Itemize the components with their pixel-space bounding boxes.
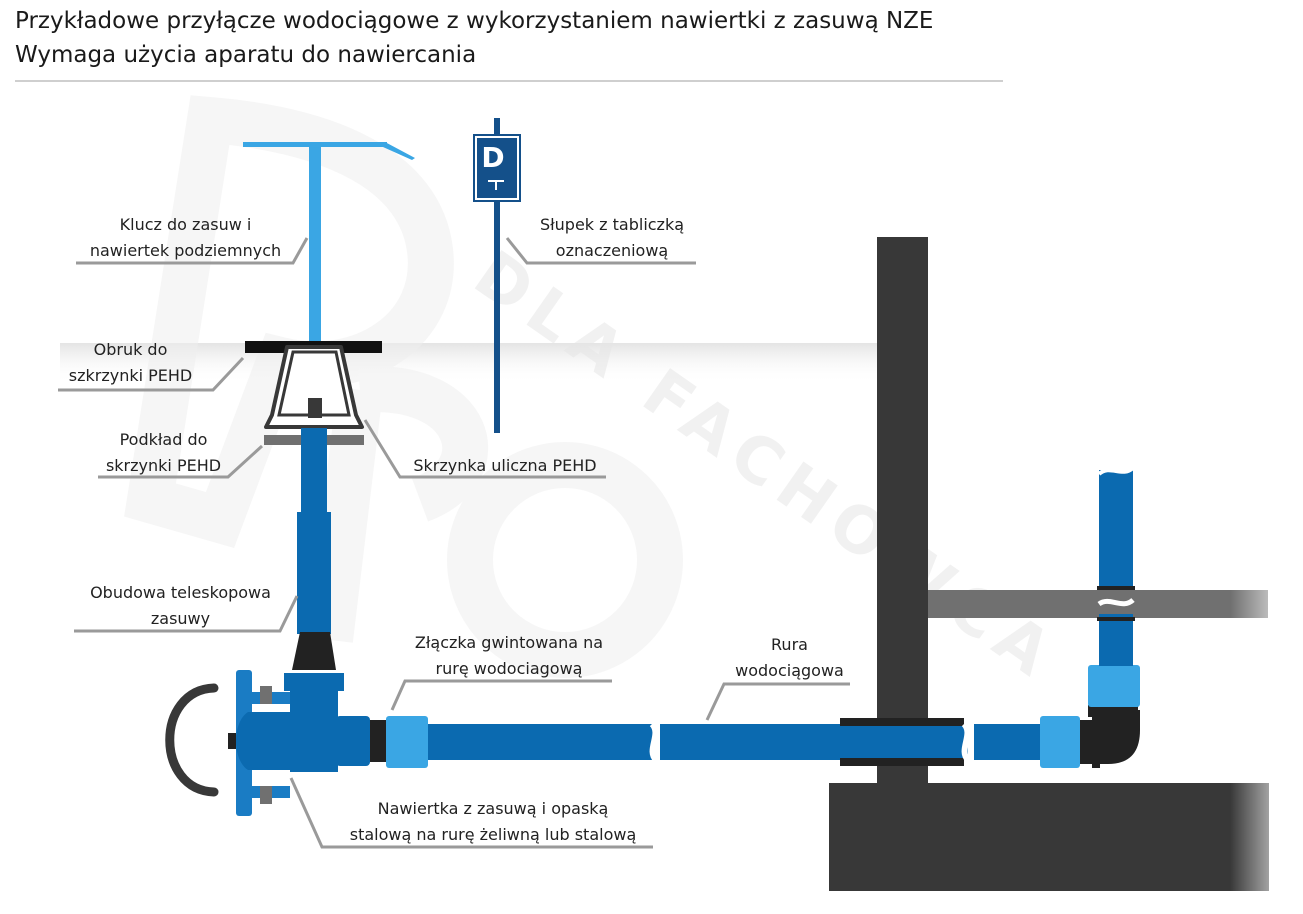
label-box-base-line2: skrzynki PEHD	[105, 456, 222, 475]
label-telescopic-housing-line2: zasuwy	[150, 609, 211, 628]
label-box-base: Podkład do skrzynki PEHD	[96, 427, 231, 479]
leader-slupek	[505, 237, 696, 265]
marker-sign-symbol	[488, 180, 504, 190]
watermark-letter-o	[447, 442, 684, 678]
marker-sign-plate	[473, 134, 521, 202]
label-marker-post-line1: Słupek z tabliczką	[539, 215, 685, 234]
leader-obudowa	[74, 595, 299, 633]
street-box	[245, 341, 382, 445]
label-tapping-saddle-line1: Nawiertka z zasuwą i opaską	[377, 799, 609, 818]
label-box-ring-line1: Obruk do	[93, 340, 168, 359]
marker-sign-letter: D	[481, 141, 504, 174]
label-street-box-line1: Skrzynka uliczna PEHD	[413, 456, 597, 475]
fade-right	[1230, 580, 1303, 900]
telescopic-housing	[292, 428, 336, 670]
leader-obruk	[58, 356, 245, 392]
label-box-base-line1: Podkład do	[119, 430, 208, 449]
label-tapping-saddle: Nawiertka z zasuwą i opaską stalową na r…	[328, 796, 658, 848]
label-street-box: Skrzynka uliczna PEHD	[400, 453, 610, 479]
diagram-title: Przykładowe przyłącze wodociągowe z wyko…	[15, 8, 934, 34]
leader-zlaczka	[390, 679, 612, 711]
label-water-pipe: Rura wodociągowa	[722, 632, 857, 684]
label-water-pipe-line2: wodociągowa	[735, 661, 844, 680]
label-tapping-saddle-line2: stalową na rurę żeliwną lub stalową	[349, 825, 637, 844]
label-threaded-coupling: Złączka gwintowana na rurę wodociagową	[400, 630, 618, 682]
leader-lines	[58, 237, 850, 849]
label-marker-post-line2: oznaczeniową	[555, 241, 669, 260]
marker-sign-border	[475, 136, 519, 200]
label-box-ring-line2: szkrzynki PEHD	[68, 366, 193, 385]
tapping-saddle-valve	[165, 670, 386, 816]
label-valve-key-line1: Klucz do zasuw i	[119, 215, 252, 234]
leader-rura	[705, 682, 850, 721]
label-valve-key-line2: nawiertek podziemnych	[89, 241, 282, 260]
label-telescopic-housing-line1: Obudowa teleskopowa	[90, 583, 271, 602]
marker-post	[494, 118, 500, 433]
label-threaded-coupling-line1: Złączka gwintowana na	[414, 633, 604, 652]
leader-klucz	[76, 237, 309, 265]
building-foundation	[829, 783, 1269, 891]
leader-podklad	[98, 444, 264, 479]
leader-nawiertka	[289, 777, 653, 849]
watermark-letter-r	[307, 366, 489, 643]
label-threaded-coupling-line2: rurę wodociagową	[435, 659, 583, 678]
title-divider	[15, 80, 1003, 82]
diagram-subtitle: Wymaga użycia aparatu do nawiercania	[15, 42, 477, 68]
leader-skrzynka	[363, 419, 606, 479]
building-floor-slab	[928, 590, 1268, 618]
water-main-pipe	[386, 466, 1140, 768]
label-telescopic-housing: Obudowa teleskopowa zasuwy	[74, 580, 287, 632]
label-water-pipe-line1: Rura	[771, 635, 808, 654]
label-box-ring: Obruk do szkrzynki PEHD	[58, 337, 203, 389]
label-valve-key: Klucz do zasuw i nawiertek podziemnych	[78, 212, 293, 264]
label-marker-post: Słupek z tabliczką oznaczeniową	[527, 212, 697, 264]
